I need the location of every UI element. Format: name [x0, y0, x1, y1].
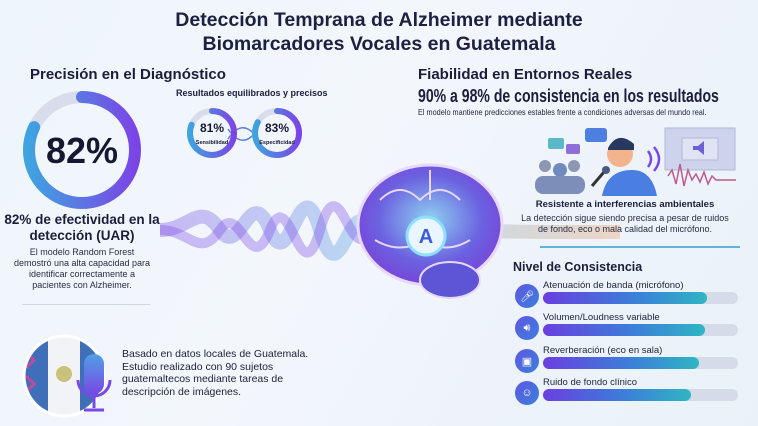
bar-label: Volumen/Loudness variable — [543, 312, 660, 323]
bar-label: Ruido de fondo clínico — [543, 377, 638, 388]
consistency-bar — [543, 324, 738, 336]
brain-soundwave-illustration: A — [159, 163, 620, 299]
main-ring-arc — [23, 91, 141, 209]
consistency-title: Nivel de Consistencia — [513, 260, 643, 274]
specificity-label: Especificidad — [259, 140, 294, 146]
title-line-2: Biomarcadores Vocales en Guatemala — [202, 33, 556, 55]
consistency-bar — [543, 292, 738, 304]
title-line-1: Detección Temprana de Alzheimer mediante — [175, 9, 583, 31]
alzheimer-badge — [405, 215, 447, 257]
sensitivity-value: 81% — [200, 121, 224, 135]
resist-body: La detección sigue siendo precisa a pesa… — [521, 213, 729, 234]
crowd-icon — [535, 138, 585, 194]
reliability-heading: Fiabilidad en Entornos Reales — [418, 66, 633, 83]
specificity-ring-arc — [252, 108, 302, 158]
crowd-icon: ☺ — [515, 381, 539, 405]
precision-heading: Precisión en el Diagnóstico — [30, 66, 226, 83]
consistency-bar-fill — [543, 357, 699, 369]
resist-title: Resistente a interferencias ambientales — [535, 199, 715, 210]
effect-title: 82% de efectividad en la detección (UAR) — [4, 212, 160, 243]
consistency-bar — [543, 357, 738, 369]
bar-label: Reverberación (eco en sala) — [543, 345, 663, 356]
main-ring-chart: 82% — [23, 91, 141, 209]
speaker-person-icon — [585, 128, 661, 196]
room-echo-icon: ▣ — [515, 349, 539, 373]
consistency-headline: 90% a 98% de consistencia en los resulta… — [418, 85, 719, 106]
bar-label: Atenuación de banda (micrófono) — [543, 280, 684, 291]
divider — [22, 304, 150, 305]
sensitivity-ring-arc — [187, 108, 237, 158]
badge-letter: A — [419, 226, 433, 248]
mic-off-icon: 🎤︎ — [515, 284, 539, 308]
environment-illustration — [535, 127, 736, 196]
speaker-icon: 🔊︎ — [515, 316, 539, 340]
consistency-bar — [543, 389, 738, 401]
reliability-subtitle: El modelo mantiene predicciones estables… — [418, 107, 707, 117]
page-title: Detección Temprana de Alzheimer mediante… — [0, 8, 758, 56]
data-note: Basado en datos locales de Guatemala. Es… — [122, 348, 309, 398]
effect-block: 82% de efectividad en la detección (UAR)… — [4, 212, 160, 291]
sensitivity-label: Sensibilidad — [196, 140, 228, 146]
guatemala-flag-mic-icon — [22, 334, 112, 418]
resist-block: Resistente a interferencias ambientales … — [515, 199, 735, 235]
room-echo-icon — [664, 127, 736, 187]
consistency-bar-fill — [543, 292, 707, 304]
consistency-bar-fill — [543, 324, 705, 336]
reliability-header: Fiabilidad en Entornos Reales 90% a 98% … — [418, 66, 753, 118]
consistency-bar-fill — [543, 389, 692, 401]
divider-right — [540, 246, 740, 248]
main-ring-value: 82% — [46, 130, 118, 171]
brain-icon: A — [356, 163, 504, 299]
specificity-value: 83% — [265, 121, 289, 135]
sound-wave — [159, 200, 620, 261]
effect-body: El modelo Random Forest demostró una alt… — [13, 247, 151, 290]
balanced-title: Resultados equilibrados y precisos — [176, 88, 328, 98]
small-rings: 81% Sensibilidad 83% Especificidad — [187, 108, 302, 158]
